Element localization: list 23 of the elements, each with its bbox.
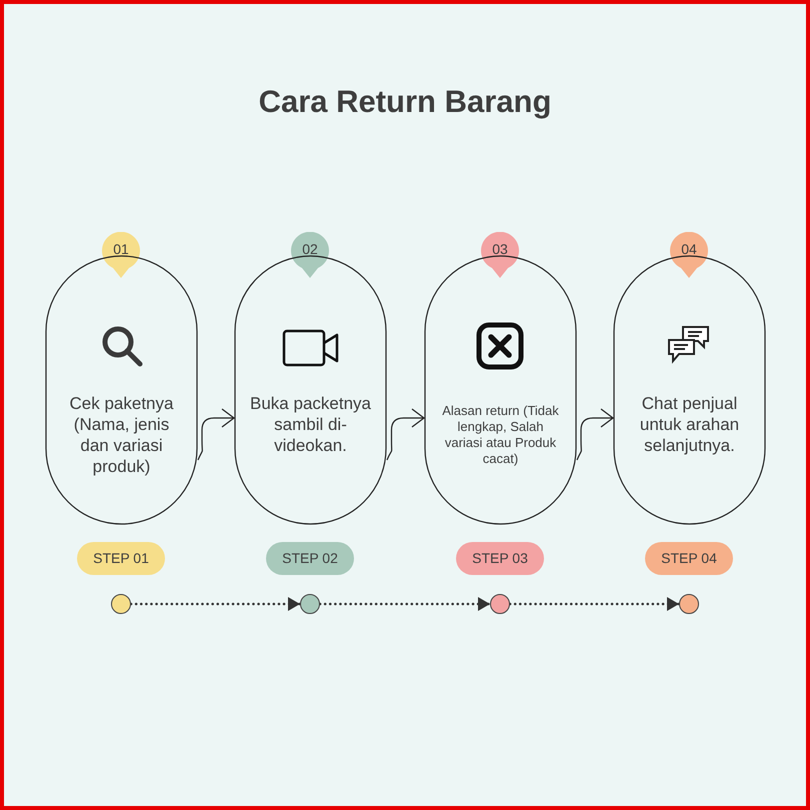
step-description: Chat penjual untuk arahan selanjutnya. bbox=[638, 393, 740, 456]
step-description: Cek paketnya (Nama, jenis dan variasi produk) bbox=[68, 393, 174, 477]
dotted-arrow bbox=[508, 597, 680, 611]
dotted-arrow bbox=[130, 597, 302, 611]
step-capsule bbox=[613, 255, 766, 525]
step-label: STEP 03 bbox=[456, 542, 544, 575]
step-label: STEP 02 bbox=[266, 542, 354, 575]
arrow bbox=[576, 408, 614, 460]
step-capsule bbox=[234, 255, 387, 525]
step-label: STEP 04 bbox=[645, 542, 733, 575]
step-description: Alasan return (Tidak lengkap, Salah variasi atau Produk cacat) bbox=[441, 403, 560, 467]
dotted-arrow bbox=[318, 597, 492, 611]
number-pin: 02 bbox=[290, 232, 330, 280]
number-pin: 03 bbox=[480, 232, 520, 280]
step-capsule bbox=[424, 255, 577, 525]
title: Cara Return Barang bbox=[258, 84, 552, 120]
number-pin: 04 bbox=[669, 232, 709, 280]
step-label: STEP 01 bbox=[77, 542, 165, 575]
step-description: Buka packetnya sambil di-videokan. bbox=[249, 393, 372, 456]
number-pin: 01 bbox=[101, 232, 141, 280]
step-capsule bbox=[45, 255, 198, 525]
arrow bbox=[197, 408, 235, 460]
arrow bbox=[386, 408, 425, 460]
